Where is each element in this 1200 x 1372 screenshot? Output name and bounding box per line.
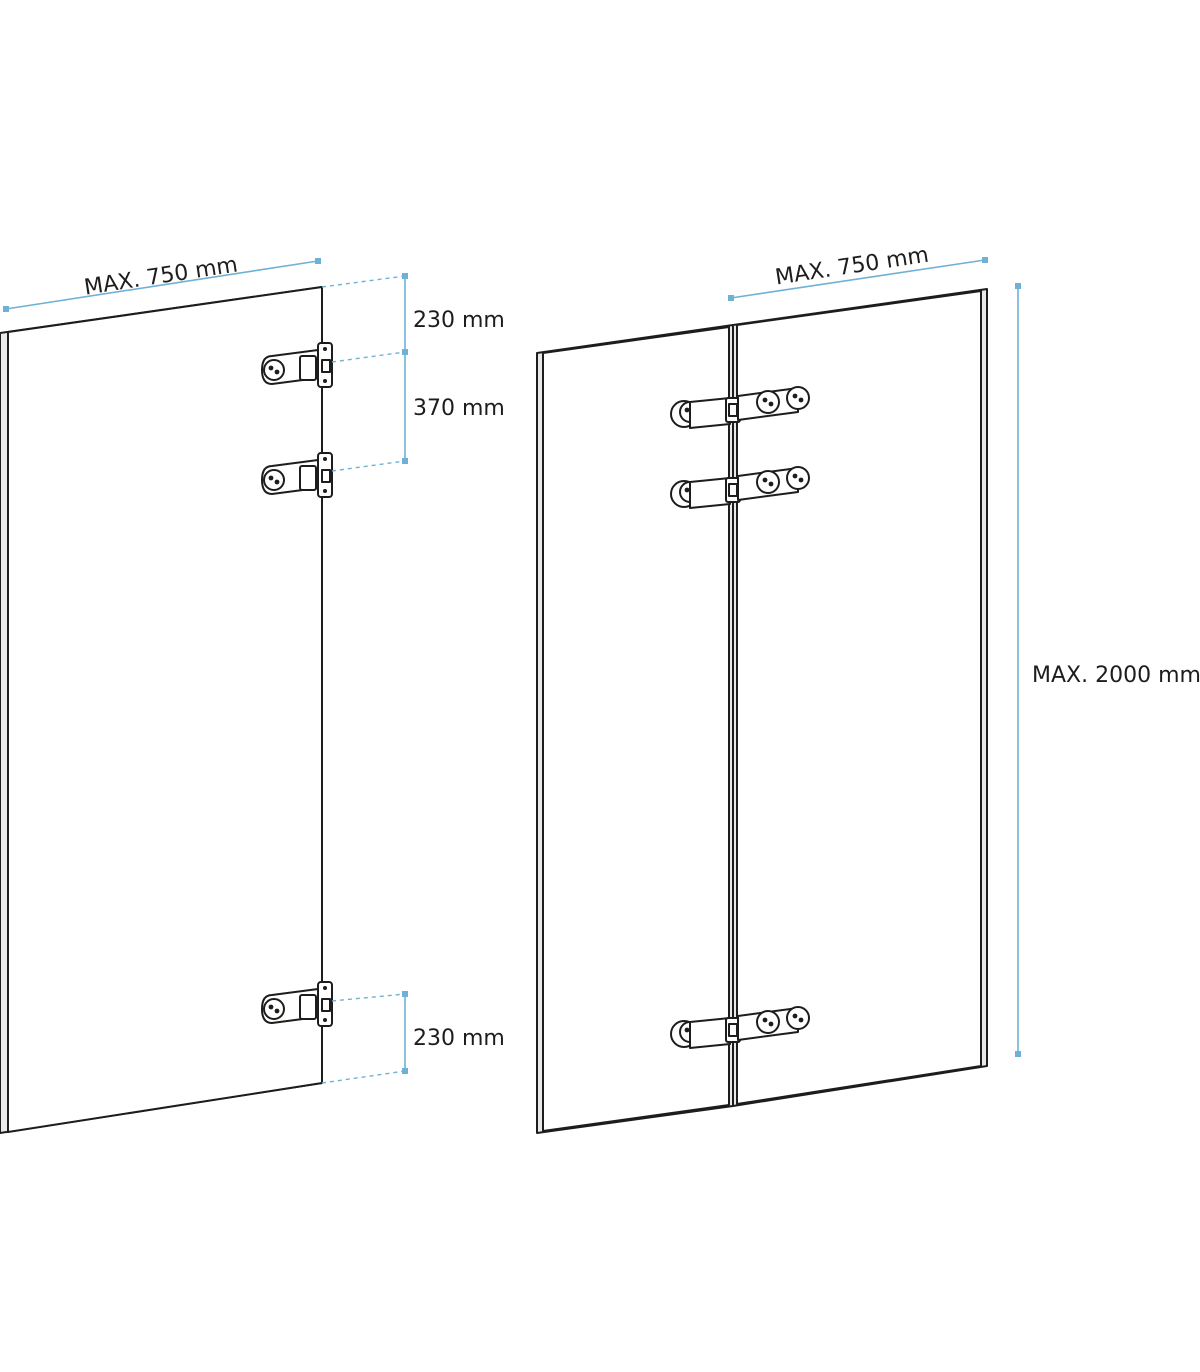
right-height-label: MAX. 2000 mm [1032,663,1200,688]
left-width-label: MAX. 750 mm [83,253,240,301]
right-glass-panel-right [732,288,988,1107]
right-width-label: MAX. 750 mm [774,243,931,291]
left-dim-middle-label: 370 mm [413,396,505,421]
left-height-dimensions: 230 mm 370 mm 230 mm [321,273,505,1084]
right-panel-left-face [542,326,730,1132]
right-glass-panel-left [536,324,734,1134]
right-panel-right-face [736,290,982,1105]
left-glass-panel [0,286,323,1134]
left-dim-bottom-label: 230 mm [413,1026,505,1051]
left-dim-top-label: 230 mm [413,308,505,333]
right-width-dimension: MAX. 750 mm [728,243,988,301]
right-height-dimension: MAX. 2000 mm [1015,283,1200,1057]
